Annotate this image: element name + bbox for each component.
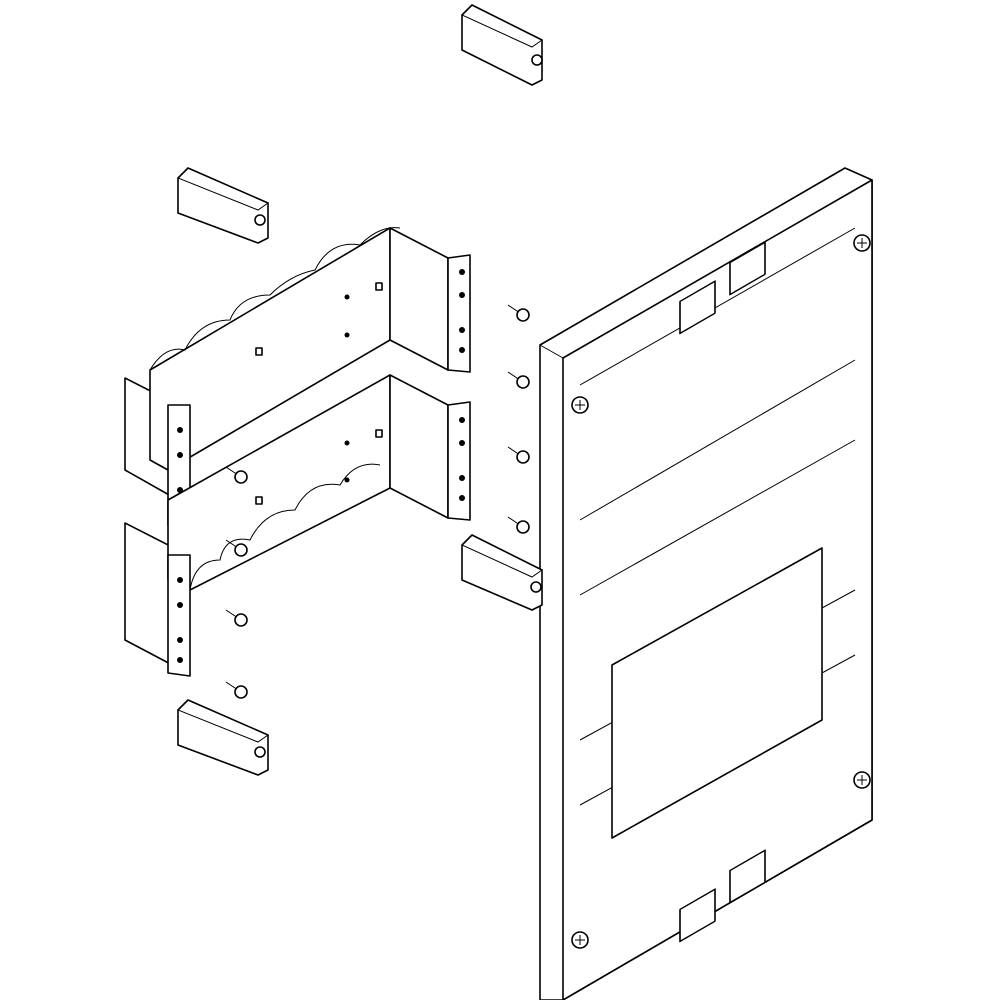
panel-screw-icons: [571, 234, 871, 949]
front-panel: [539, 167, 873, 1000]
mounting-bracket-upper: [124, 227, 471, 529]
screws: [225, 304, 530, 699]
clip-top: [461, 4, 543, 86]
clip-middle: [461, 534, 543, 611]
panel-latch-top: [679, 241, 766, 335]
mounting-bracket-lower: [124, 374, 471, 677]
clip-left-lower: [177, 699, 270, 776]
clip-left-upper: [177, 167, 270, 244]
panel-window: [611, 547, 823, 839]
panel-latch-bottom: [679, 849, 766, 943]
